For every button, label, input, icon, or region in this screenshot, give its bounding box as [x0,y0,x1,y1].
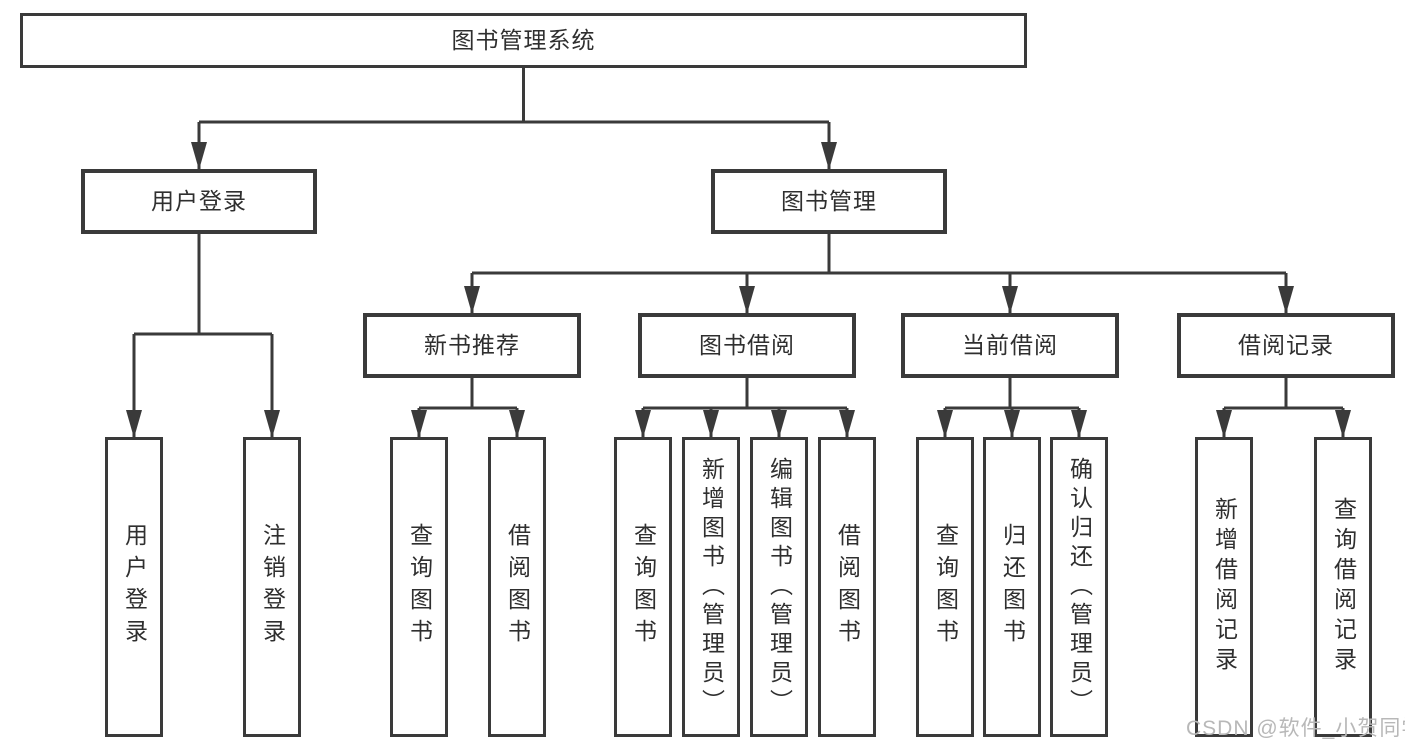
node-nbr-query-books: 查询图书 [390,437,448,737]
node-cb-return-books-label: 归还图书 [999,523,1026,651]
node-book-borrowing-label: 图书借阅 [699,332,795,358]
node-user-login-label: 用户登录 [121,523,148,651]
node-new-book-recommend-label: 新书推荐 [424,332,520,358]
node-logout-label: 注销登录 [259,523,286,651]
node-cb-confirm-return-admin: 确认归还（管理员） [1050,437,1108,737]
node-bb-query-books: 查询图书 [614,437,672,737]
node-book-management: 图书管理 [711,169,947,234]
node-bb-edit-books-admin: 编辑图书（管理员） [750,437,808,737]
node-library-system-label: 图书管理系统 [451,27,596,53]
node-br-query-record-label: 查询借阅记录 [1330,497,1357,677]
node-bb-edit-books-admin-label: 编辑图书（管理员） [766,456,793,718]
node-nbr-borrow-books: 借阅图书 [488,437,546,737]
node-user-login-branch: 用户登录 [81,169,317,234]
node-bb-add-books-admin: 新增图书（管理员） [682,437,740,737]
node-current-borrowing: 当前借阅 [901,313,1119,378]
node-nbr-query-books-label: 查询图书 [406,523,433,651]
node-cb-confirm-return-admin-label: 确认归还（管理员） [1066,456,1093,718]
node-user-login: 用户登录 [105,437,163,737]
node-br-query-record: 查询借阅记录 [1314,437,1372,737]
node-br-add-record: 新增借阅记录 [1195,437,1253,737]
node-bb-borrow-books-label: 借阅图书 [834,523,861,651]
node-cb-query-books: 查询图书 [916,437,974,737]
node-br-add-record-label: 新增借阅记录 [1211,497,1238,677]
node-borrow-records: 借阅记录 [1177,313,1395,378]
node-bb-borrow-books: 借阅图书 [818,437,876,737]
node-bb-add-books-admin-label: 新增图书（管理员） [698,456,725,718]
node-nbr-borrow-books-label: 借阅图书 [504,523,531,651]
node-cb-return-books: 归还图书 [983,437,1041,737]
node-user-login-branch-label: 用户登录 [151,188,247,214]
node-book-management-label: 图书管理 [781,188,877,214]
watermark-text: CSDN @软件_小贺同学 [1186,717,1405,740]
node-book-borrowing: 图书借阅 [638,313,856,378]
node-new-book-recommend: 新书推荐 [363,313,581,378]
node-current-borrowing-label: 当前借阅 [962,332,1058,358]
node-borrow-records-label: 借阅记录 [1238,332,1334,358]
node-library-system: 图书管理系统 [20,13,1027,68]
node-logout: 注销登录 [243,437,301,737]
node-bb-query-books-label: 查询图书 [630,523,657,651]
node-cb-query-books-label: 查询图书 [932,523,959,651]
